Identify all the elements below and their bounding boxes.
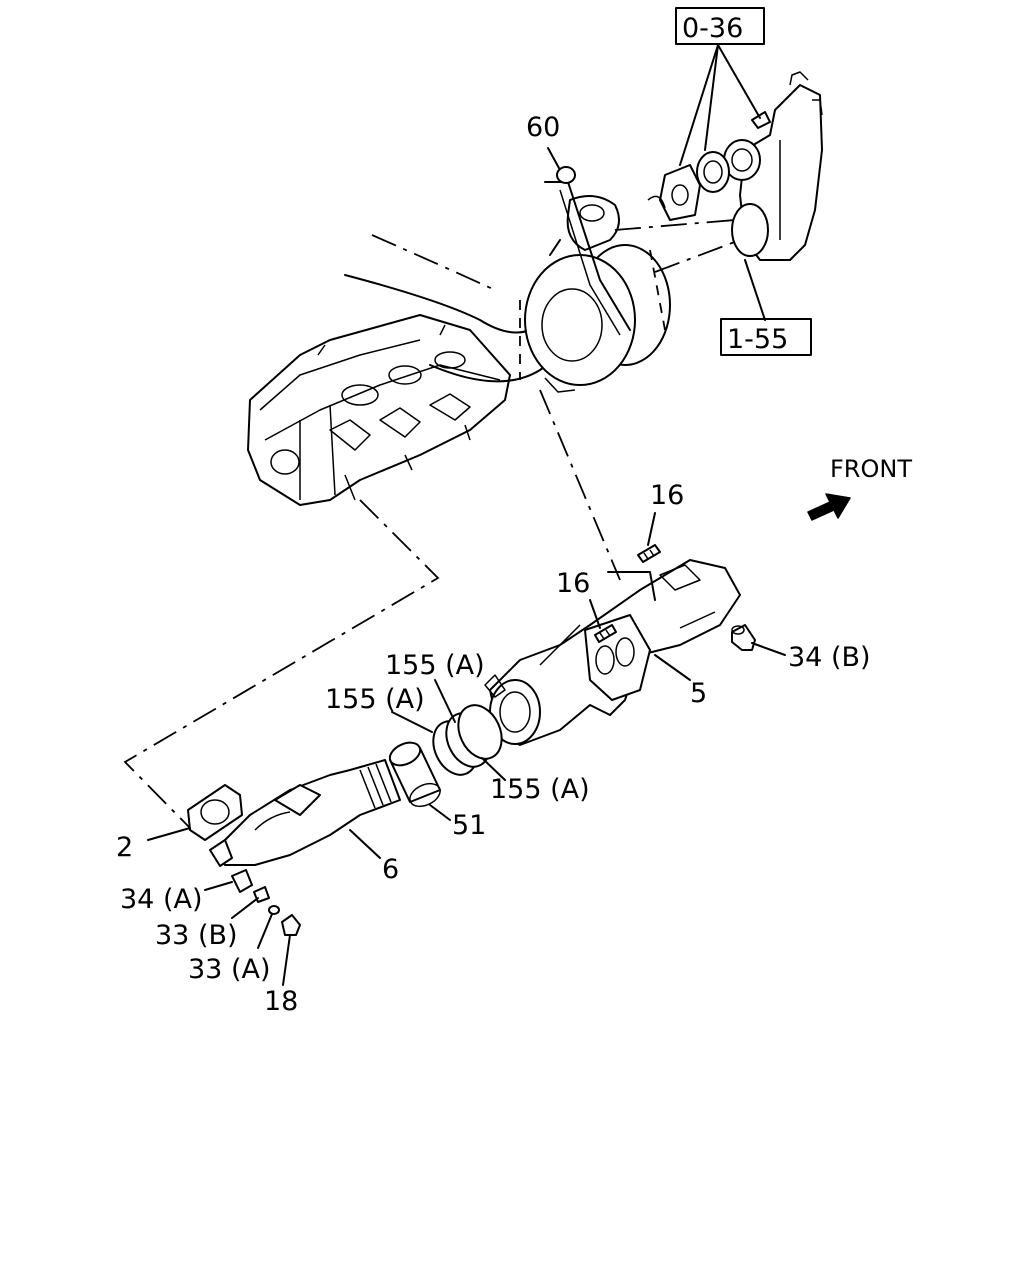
- sleeve-51: [388, 741, 441, 808]
- stud-16-lower: [594, 624, 617, 643]
- exhaust-flange-group: [614, 71, 823, 273]
- label-33b: 33 (B): [155, 920, 238, 951]
- nut-60: [556, 166, 576, 184]
- callout-16-lower-line: [589, 599, 601, 629]
- label-16-lower: 16: [556, 568, 590, 599]
- callout-60-line: [547, 147, 561, 171]
- callout-5-line: [654, 654, 691, 681]
- nut-18: [281, 914, 301, 936]
- washer-33a: [268, 905, 280, 915]
- callout-155a-1-line: [434, 679, 456, 723]
- cylinder-head: [247, 314, 511, 506]
- label-155a-3: 155 (A): [490, 774, 590, 805]
- label-51: 51: [452, 810, 486, 841]
- ref-box-1-55: [720, 318, 812, 356]
- callout-155a-3-line: [481, 757, 506, 781]
- callout-18-line: [282, 934, 291, 986]
- label-60: 60: [526, 112, 560, 143]
- callout-34b-line: [751, 642, 786, 656]
- label-5: 5: [690, 678, 707, 709]
- callout-16-upper-line: [647, 512, 656, 546]
- center-line-turbo-to-elbow: [539, 389, 621, 581]
- seal-rings-155a: [432, 704, 503, 776]
- label-155a-2: 155 (A): [325, 684, 425, 715]
- pipe-6: [209, 759, 401, 867]
- turbocharger: [519, 195, 671, 393]
- callout-1-55-line: [744, 259, 766, 321]
- ref-box-0-36: [675, 7, 765, 45]
- label-6: 6: [382, 854, 399, 885]
- label-front: FRONT: [830, 455, 912, 483]
- outlet-elbow-5: [484, 559, 741, 746]
- label-33a: 33 (A): [188, 954, 270, 985]
- oil-line-upper: [544, 181, 631, 331]
- label-0-36: 0-36: [682, 13, 743, 44]
- callout-33a-line: [257, 913, 273, 949]
- callout-34a-line: [204, 881, 233, 891]
- label-2: 2: [116, 832, 133, 863]
- stud-16-upper: [637, 544, 661, 563]
- gasket-2: [187, 784, 243, 841]
- callout-33b-line: [231, 897, 259, 919]
- callout-6-line: [349, 829, 381, 859]
- label-18: 18: [264, 986, 298, 1017]
- callout-0-36: [679, 44, 761, 166]
- cap-34b: [731, 624, 756, 651]
- label-155a-1: 155 (A): [385, 650, 485, 681]
- cap-34a: [231, 869, 253, 893]
- label-16-upper: 16: [650, 480, 684, 511]
- label-34a: 34 (A): [120, 884, 202, 915]
- label-34b: 34 (B): [788, 642, 871, 673]
- bracket-16-lower: [607, 571, 656, 601]
- center-line-head-to-pipe: [123, 499, 440, 829]
- callout-155a-2-line: [391, 711, 433, 733]
- label-1-55: 1-55: [727, 324, 788, 355]
- callout-2-line: [147, 827, 191, 841]
- front-arrow-icon: [807, 493, 851, 521]
- callout-51-line: [429, 804, 451, 821]
